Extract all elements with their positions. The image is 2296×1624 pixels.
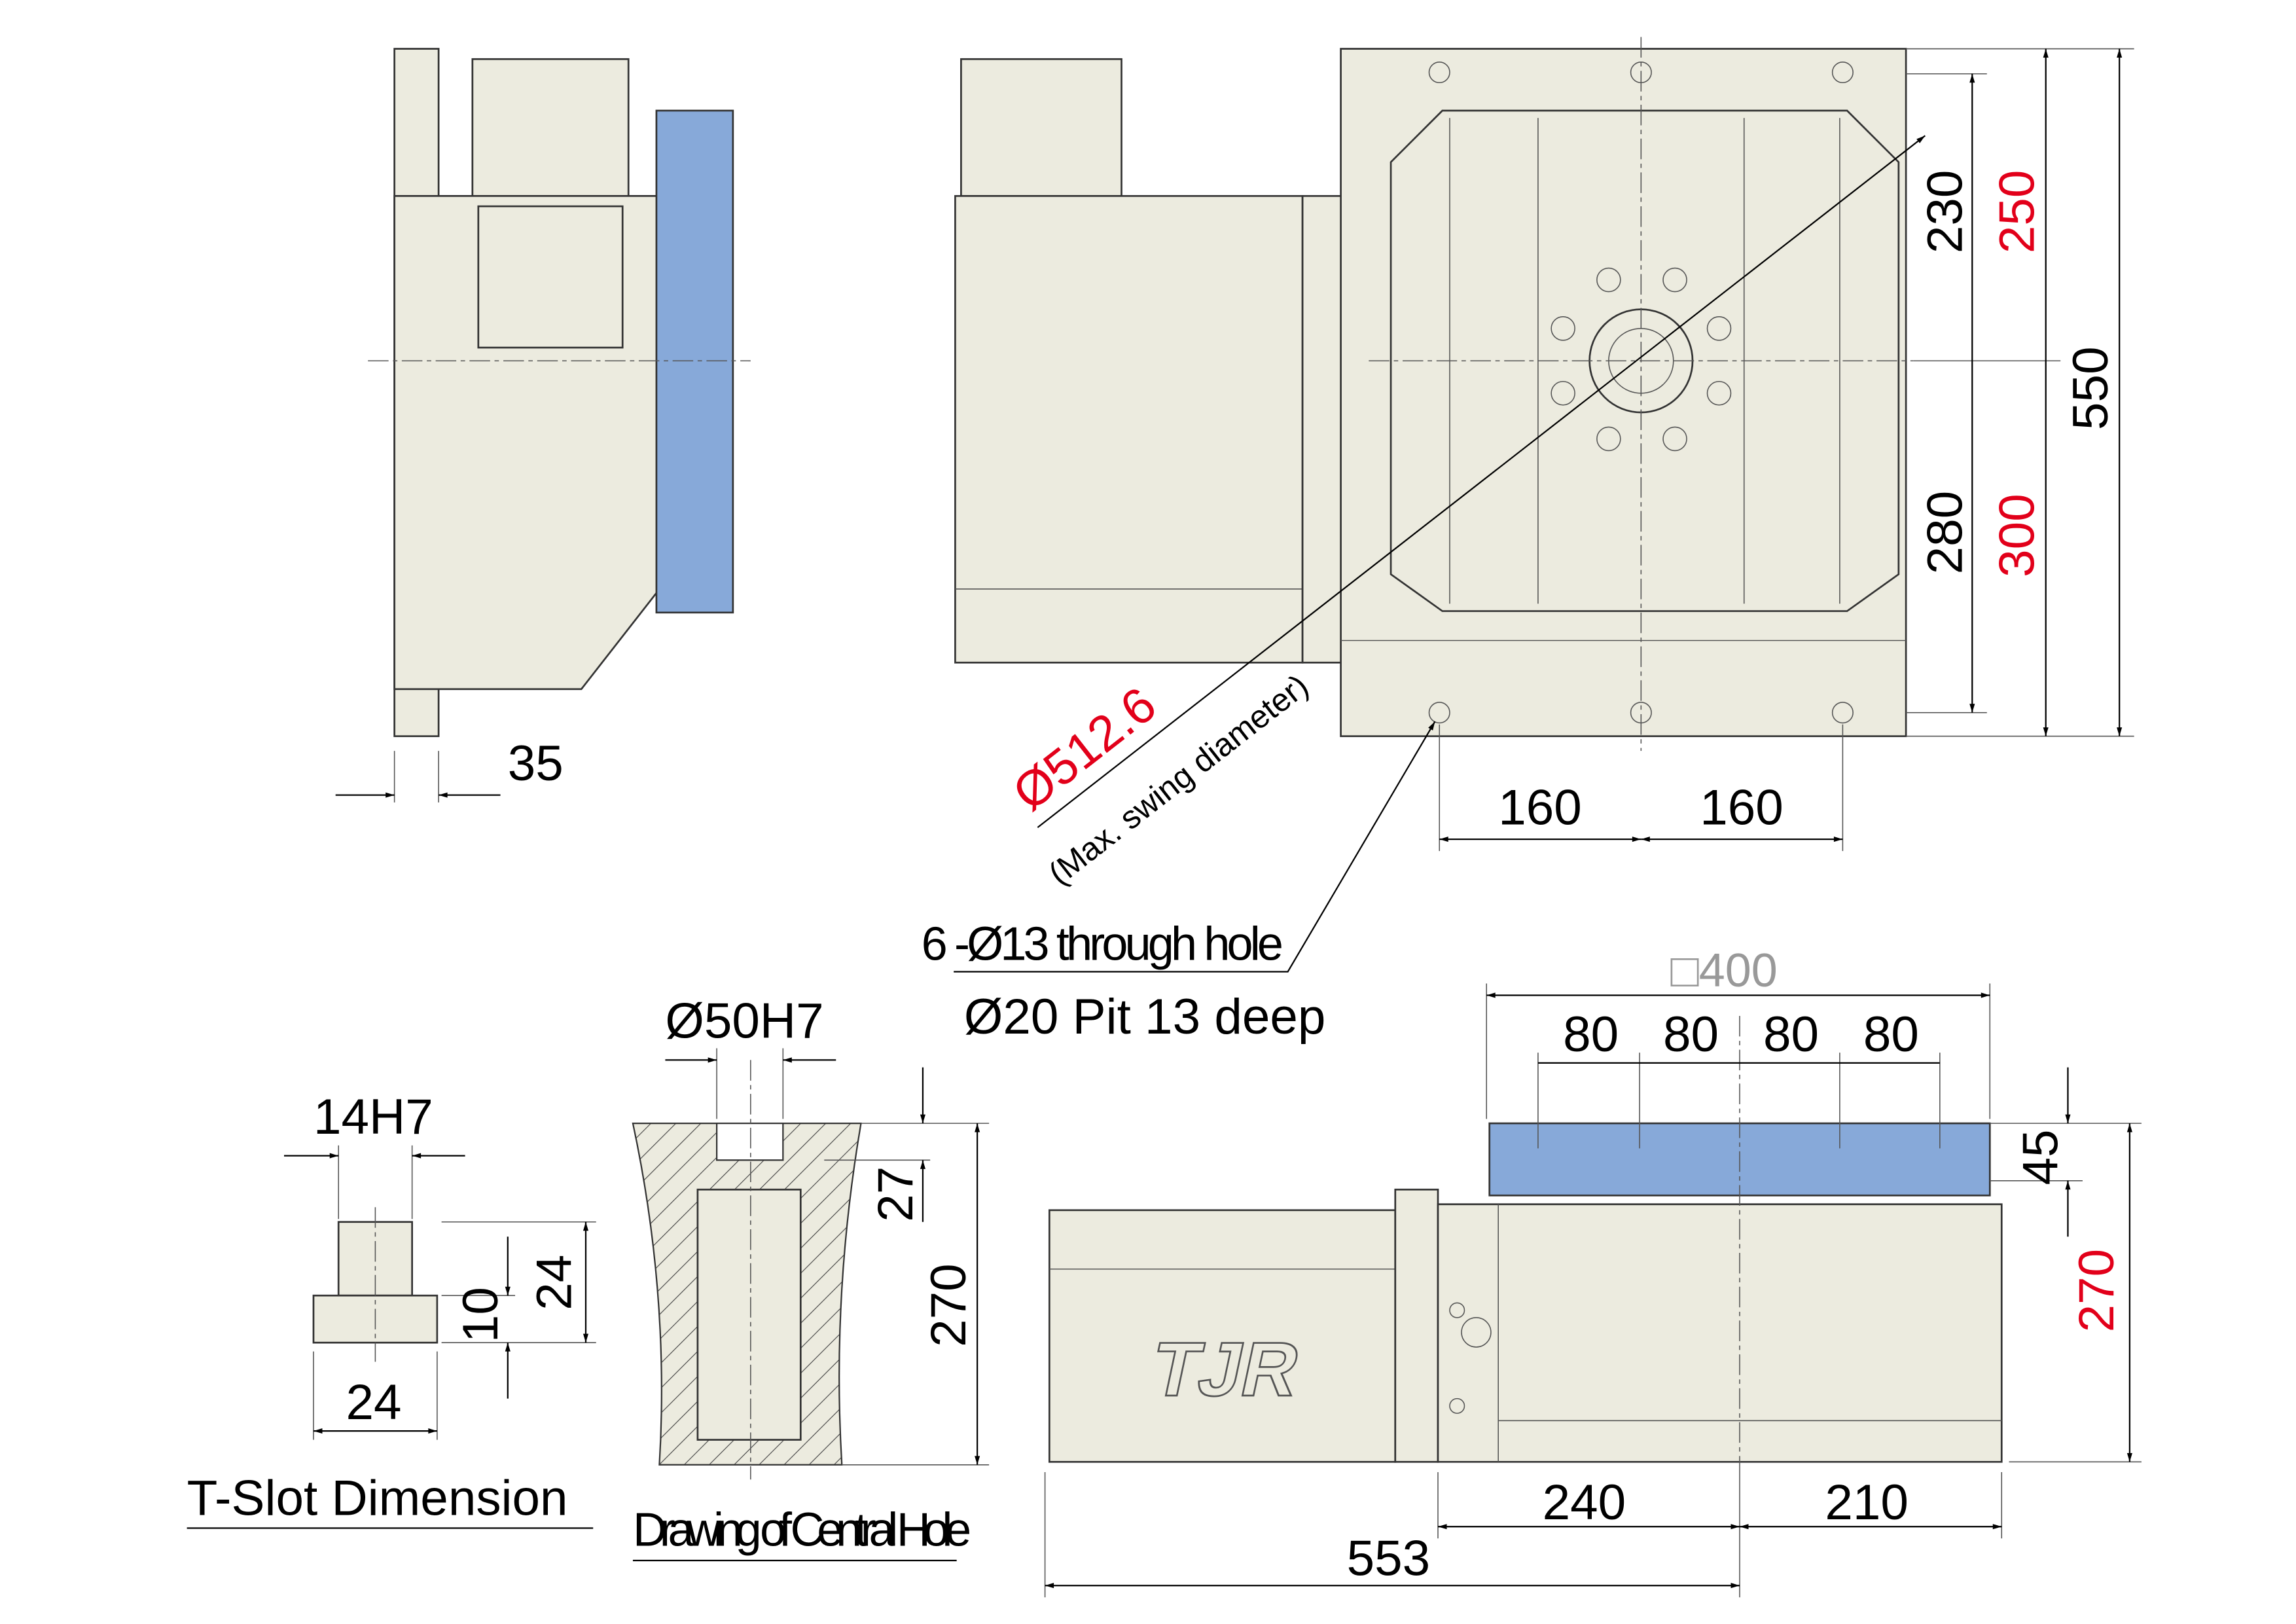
slot-pitch-2: 80 [1663, 1007, 1719, 1062]
central-hole-title: Drawing of Central Hole [633, 1504, 971, 1556]
side-view: 35 [335, 48, 751, 803]
dim-slot-base: 24 [346, 1375, 401, 1430]
slot-pitch-1: 80 [1563, 1007, 1619, 1062]
front-view: TJR □400 80 80 80 80 45 270 240 210 553 [1044, 945, 2142, 1598]
table-size: □400 [1670, 945, 1777, 997]
dim-45: 45 [2013, 1130, 2069, 1185]
dim-553: 553 [1347, 1530, 1431, 1586]
t-slot-title: T-Slot Dimension [187, 1470, 568, 1526]
tjr-logo: TJR [1145, 1327, 1308, 1413]
dim-24-height: 24 [527, 1255, 583, 1310]
t-slot-section: 14H7 24 10 24 T-Slot Dimension [187, 1089, 596, 1529]
hole-callout-1: 6 -Ø13 through hole [922, 918, 1283, 970]
dim-160-right: 160 [1700, 780, 1784, 836]
top-view: 230 250 280 300 550 160 160 Ø512.6 (Max.… [922, 37, 2134, 1045]
dim-270-height: 270 [2069, 1249, 2125, 1333]
dim-160-left: 160 [1498, 780, 1582, 836]
dim-27: 27 [868, 1166, 924, 1222]
dim-300: 300 [1990, 494, 2045, 577]
slot-pitch-3: 80 [1763, 1007, 1819, 1062]
bolt-holes [1428, 61, 1854, 724]
dim-240: 240 [1543, 1475, 1626, 1530]
hole-callout-2: Ø20 Pit 13 deep [964, 989, 1325, 1045]
dim-10: 10 [453, 1287, 509, 1343]
dim-210: 210 [1825, 1475, 1909, 1530]
rotary-table-plate [655, 109, 734, 614]
dim-550: 550 [2063, 346, 2119, 430]
dim-250: 250 [1990, 170, 2045, 254]
dim-230: 230 [1918, 170, 1973, 254]
dim-35: 35 [508, 736, 564, 791]
central-hole-section: Ø50H7 27 270 Drawing of Central Hole [632, 994, 990, 1562]
slot-pitch-4: 80 [1863, 1007, 1919, 1062]
dim-bore: Ø50H7 [665, 994, 823, 1049]
dim-slot-width: 14H7 [314, 1089, 433, 1145]
dim-280: 280 [1918, 491, 1973, 575]
dim-270-hole: 270 [921, 1263, 977, 1347]
